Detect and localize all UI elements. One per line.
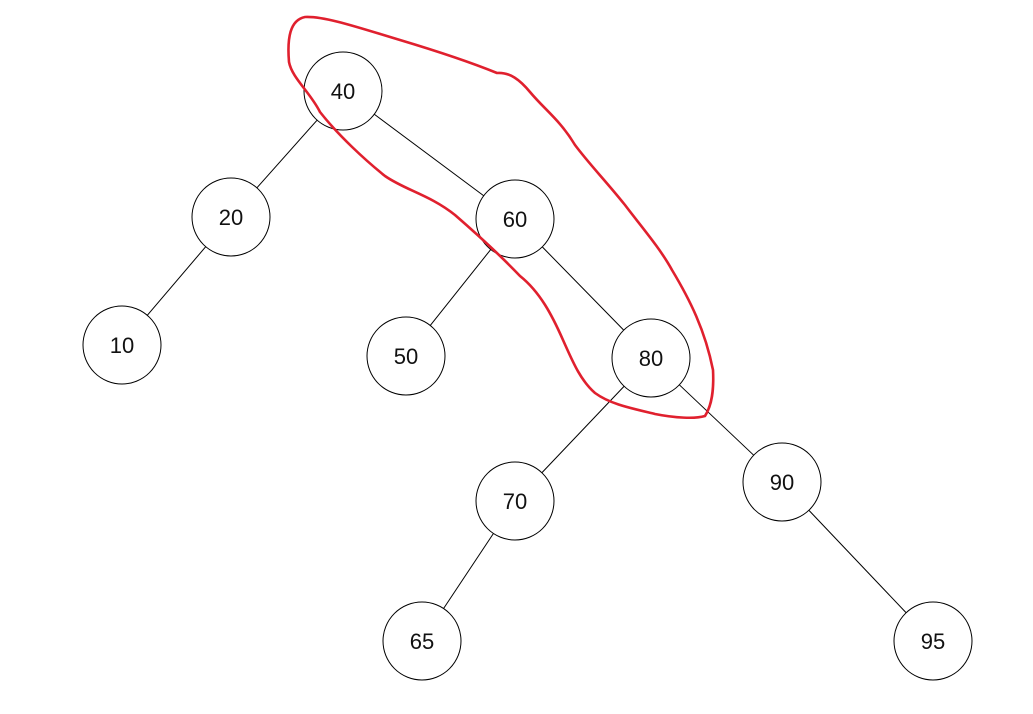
node-circle: [893, 601, 973, 681]
edge-60-80: [541, 246, 625, 331]
tree-node-60: 60: [475, 179, 555, 259]
node-label: 20: [219, 205, 243, 230]
edge-80-70: [541, 385, 625, 474]
node-label: 65: [410, 629, 434, 654]
node-label: 90: [770, 470, 794, 495]
node-label: 95: [921, 629, 945, 654]
node-label: 70: [503, 489, 527, 514]
node-circle: [475, 461, 555, 541]
tree-node-80: 80: [611, 318, 691, 398]
edge-40-20: [256, 119, 318, 189]
tree-node-20: 20: [191, 177, 271, 257]
node-circle: [303, 51, 383, 131]
node-circle: [742, 442, 822, 522]
edge-70-65: [443, 533, 494, 609]
edge-40-60: [373, 113, 485, 197]
node-label: 80: [639, 346, 663, 371]
node-label: 60: [503, 207, 527, 232]
tree-node-40: 40: [303, 51, 383, 131]
edge-20-10: [146, 246, 207, 316]
node-circle: [82, 305, 162, 385]
edge-90-95: [808, 509, 907, 614]
node-circle: [475, 179, 555, 259]
tree-node-10: 10: [82, 305, 162, 385]
tree-node-50: 50: [366, 316, 446, 396]
tree-nodes: 40 20 60 10 50 80 70 90 65 95: [82, 51, 973, 681]
edge-80-90: [678, 384, 755, 456]
highlight-loop-annotation: [287, 15, 715, 420]
tree-node-95: 95: [893, 601, 973, 681]
tree-node-65: 65: [382, 601, 462, 681]
node-circle: [382, 601, 462, 681]
tree-node-90: 90: [742, 442, 822, 522]
node-label: 40: [331, 79, 355, 104]
edge-60-50: [429, 249, 492, 326]
node-circle: [366, 316, 446, 396]
node-circle: [191, 177, 271, 257]
node-label: 10: [110, 333, 134, 358]
tree-node-70: 70: [475, 461, 555, 541]
node-circle: [611, 318, 691, 398]
node-label: 50: [394, 344, 418, 369]
